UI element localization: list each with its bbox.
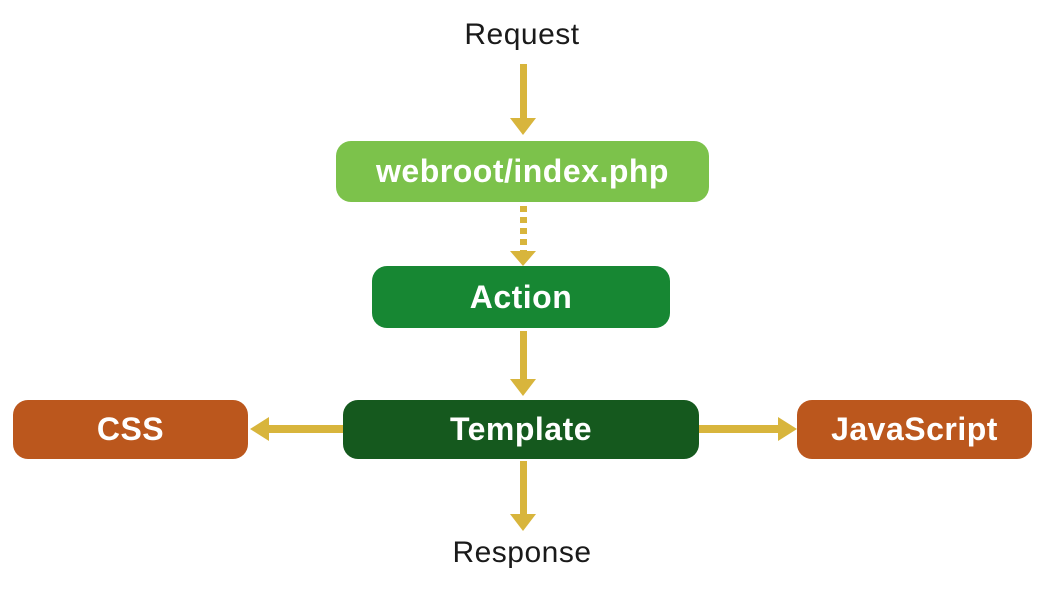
arrow-head [510, 379, 536, 396]
arrow-head [510, 251, 536, 266]
arrow-shaft [269, 425, 343, 433]
arrow-request-to-webroot [510, 64, 536, 135]
node-css: CSS [13, 400, 248, 459]
arrow-head [510, 118, 536, 135]
arrow-shaft [699, 425, 778, 433]
node-template: Template [343, 400, 699, 459]
arrow-action-to-template [510, 331, 536, 396]
arrow-dotted-shaft [519, 206, 527, 251]
node-webroot-index: webroot/index.php [336, 141, 709, 202]
arrow-shaft [519, 64, 527, 118]
arrow-template-to-response [510, 461, 536, 531]
arrow-shaft [519, 331, 527, 379]
arrow-shaft [519, 461, 527, 514]
node-action-label: Action [469, 278, 573, 315]
arrow-webroot-to-action [510, 206, 536, 266]
node-template-label: Template [449, 411, 593, 447]
arrow-head [778, 417, 797, 441]
node-css-label: CSS [96, 411, 165, 447]
request-label: Request [464, 18, 580, 51]
node-action: Action [372, 266, 670, 328]
response-label: Response [452, 536, 592, 569]
arrow-head [510, 514, 536, 531]
arrow-head [250, 417, 269, 441]
arrow-template-to-javascript [699, 417, 797, 441]
node-javascript-label: JavaScript [831, 411, 998, 447]
node-webroot-label: webroot/index.php [376, 153, 669, 189]
arrow-template-to-css [250, 417, 343, 441]
node-javascript: JavaScript [797, 400, 1032, 459]
